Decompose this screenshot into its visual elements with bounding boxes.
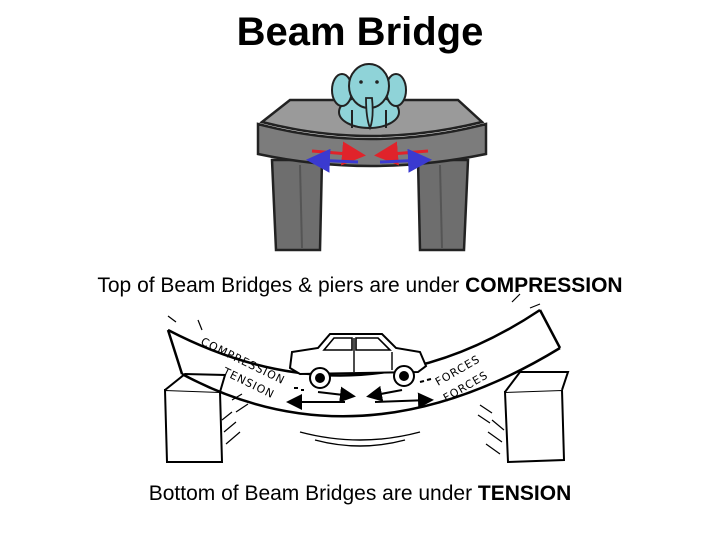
right-pier bbox=[416, 158, 470, 252]
compression-arrow-right-bottom bbox=[366, 385, 403, 402]
curved-beam-top bbox=[167, 308, 541, 377]
caption-compression: Top of Beam Bridges & piers are under CO… bbox=[0, 272, 720, 300]
page-title: Beam Bridge bbox=[236, 10, 484, 54]
car-beam-diagram bbox=[163, 293, 570, 464]
compression-arrow-left-bottom bbox=[317, 386, 356, 403]
caption-tension: Bottom of Beam Bridges are under TENSION bbox=[0, 480, 720, 508]
car-icon bbox=[288, 333, 428, 389]
caption-tension-emphasis: TENSION bbox=[477, 482, 572, 505]
tension-arrow-right bbox=[379, 148, 432, 173]
elephant-beam-diagram bbox=[256, 63, 488, 252]
left-pier bbox=[270, 158, 324, 252]
caption-tension-text: Bottom of Beam Bridges are under bbox=[148, 482, 478, 505]
right-support-block bbox=[503, 388, 566, 464]
tension-arrow-left bbox=[306, 148, 359, 173]
tension-arrow-right-bottom bbox=[374, 392, 434, 409]
curved-beam-bottom bbox=[181, 346, 561, 418]
caption-compression-emphasis: COMPRESSION bbox=[465, 274, 623, 297]
left-support-block bbox=[163, 388, 224, 463]
elephant-icon bbox=[331, 63, 407, 131]
caption-compression-text: Top of Beam Bridges & piers are under bbox=[97, 274, 466, 297]
